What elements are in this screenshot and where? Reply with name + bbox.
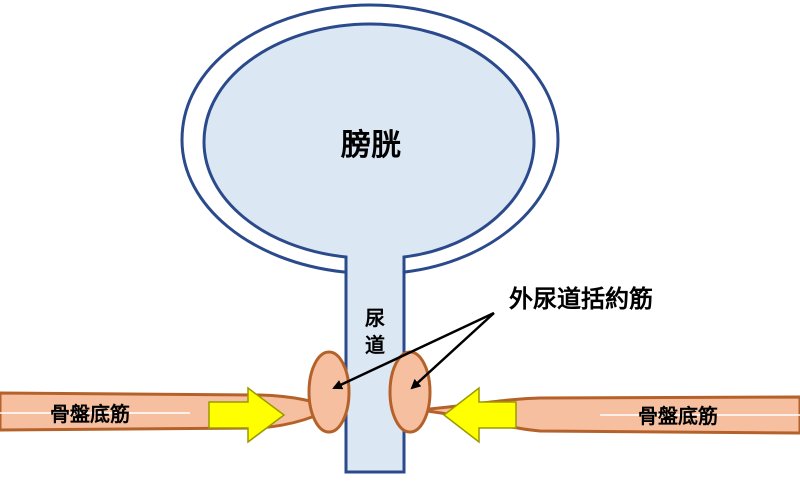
- arrow-left-icon: [442, 386, 517, 444]
- arrow-right-icon: [208, 386, 286, 444]
- urethra-label-line2: 道: [365, 333, 385, 357]
- urethra-label-line1: 尿: [365, 306, 385, 330]
- pointer-line-left: [332, 311, 495, 390]
- sphincter-right: [388, 350, 432, 434]
- pelvic-floor-right-label: 骨盤底筋: [638, 404, 718, 428]
- pelvic-floor-left-label: 骨盤底筋: [50, 402, 130, 426]
- sphincter-label: 外尿道括約筋: [509, 285, 653, 313]
- bladder-inner: [202, 22, 536, 474]
- pointer-line-right: [410, 312, 495, 390]
- sphincter-left: [307, 350, 351, 434]
- bladder-label: 膀胱: [340, 128, 401, 163]
